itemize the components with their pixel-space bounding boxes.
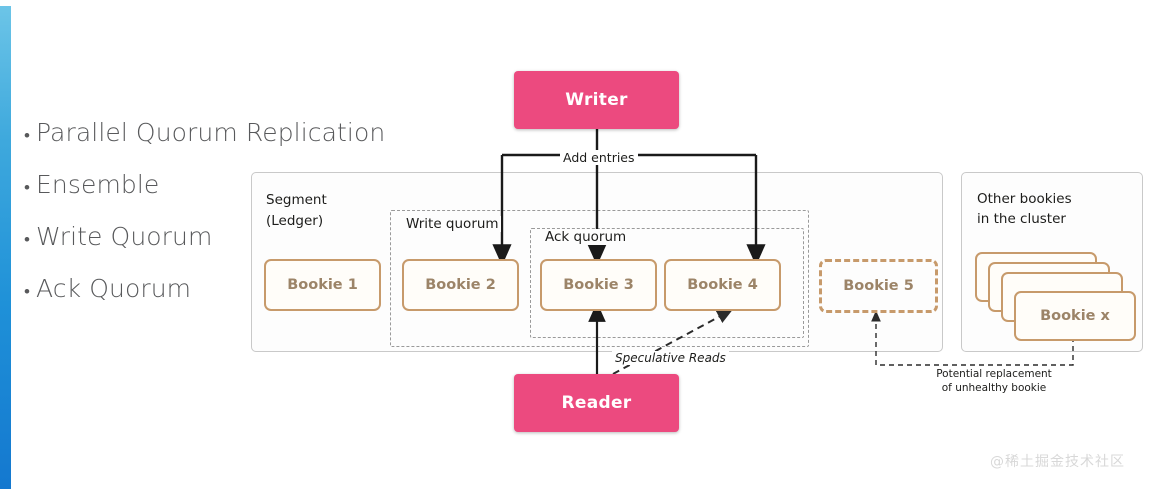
left-accent-bar xyxy=(0,0,11,489)
replacement-line1: Potential replacement xyxy=(936,368,1052,380)
writer-node[interactable]: Writer xyxy=(514,71,679,129)
segment-title: Segment (Ledger) xyxy=(266,190,327,232)
bookie-node-3[interactable]: Bookie 3 xyxy=(540,259,657,311)
bullet-label: Ensemble xyxy=(36,170,160,199)
bookie-node-4[interactable]: Bookie 4 xyxy=(664,259,781,311)
bullet-dot-icon: • xyxy=(24,282,30,301)
bookie-label: Bookie 2 xyxy=(425,277,496,293)
bookie-label: Bookie 5 xyxy=(843,278,914,294)
bookie-label: Bookie 3 xyxy=(563,277,634,293)
write-quorum-region xyxy=(390,210,809,347)
bullet-item-1: • Ensemble xyxy=(18,170,438,222)
bullet-item-3: • Ack Quorum xyxy=(18,274,438,326)
add-entries-label: Add entries xyxy=(560,150,638,165)
bookie-node-2[interactable]: Bookie 2 xyxy=(402,259,519,311)
other-bookies-title-line1: Other bookies xyxy=(977,191,1072,207)
speculative-reads-label: Speculative Reads xyxy=(612,351,729,365)
bullet-list: • Parallel Quorum Replication • Ensemble… xyxy=(18,118,438,326)
bullet-label: Parallel Quorum Replication xyxy=(36,118,386,147)
replacement-line2: of unhealthy bookie xyxy=(941,382,1047,394)
bullet-dot-icon: • xyxy=(24,178,30,197)
bookie-node-1[interactable]: Bookie 1 xyxy=(264,259,381,311)
reader-label: Reader xyxy=(561,393,632,413)
bullet-dot-icon: • xyxy=(24,230,30,249)
write-quorum-label: Write quorum xyxy=(404,216,501,232)
bullet-dot-icon: • xyxy=(24,126,30,145)
bookie-label: Bookie x xyxy=(1040,308,1110,324)
bookie-node-x[interactable]: Bookie x xyxy=(1014,291,1136,341)
segment-title-line2: (Ledger) xyxy=(266,213,324,229)
potential-replacement-label: Potential replacement of unhealthy booki… xyxy=(908,367,1080,395)
bookie-label: Bookie 1 xyxy=(287,277,358,293)
bullet-label: Ack Quorum xyxy=(36,274,192,303)
bullet-label: Write Quorum xyxy=(36,222,213,251)
bookie-node-5-placeholder[interactable]: Bookie 5 xyxy=(819,259,938,313)
segment-title-line1: Segment xyxy=(266,192,327,208)
watermark: @稀土掘金技术社区 xyxy=(990,454,1125,470)
other-bookies-title-line2: in the cluster xyxy=(977,211,1066,227)
bullet-item-2: • Write Quorum xyxy=(18,222,438,274)
writer-label: Writer xyxy=(565,90,628,110)
accent-bar-top-cap xyxy=(0,0,11,6)
reader-node[interactable]: Reader xyxy=(514,374,679,432)
bookie-label: Bookie 4 xyxy=(687,277,758,293)
other-bookies-title: Other bookies in the cluster xyxy=(977,189,1072,229)
bullet-item-0: • Parallel Quorum Replication xyxy=(18,118,438,170)
ack-quorum-label: Ack quorum xyxy=(543,229,629,245)
